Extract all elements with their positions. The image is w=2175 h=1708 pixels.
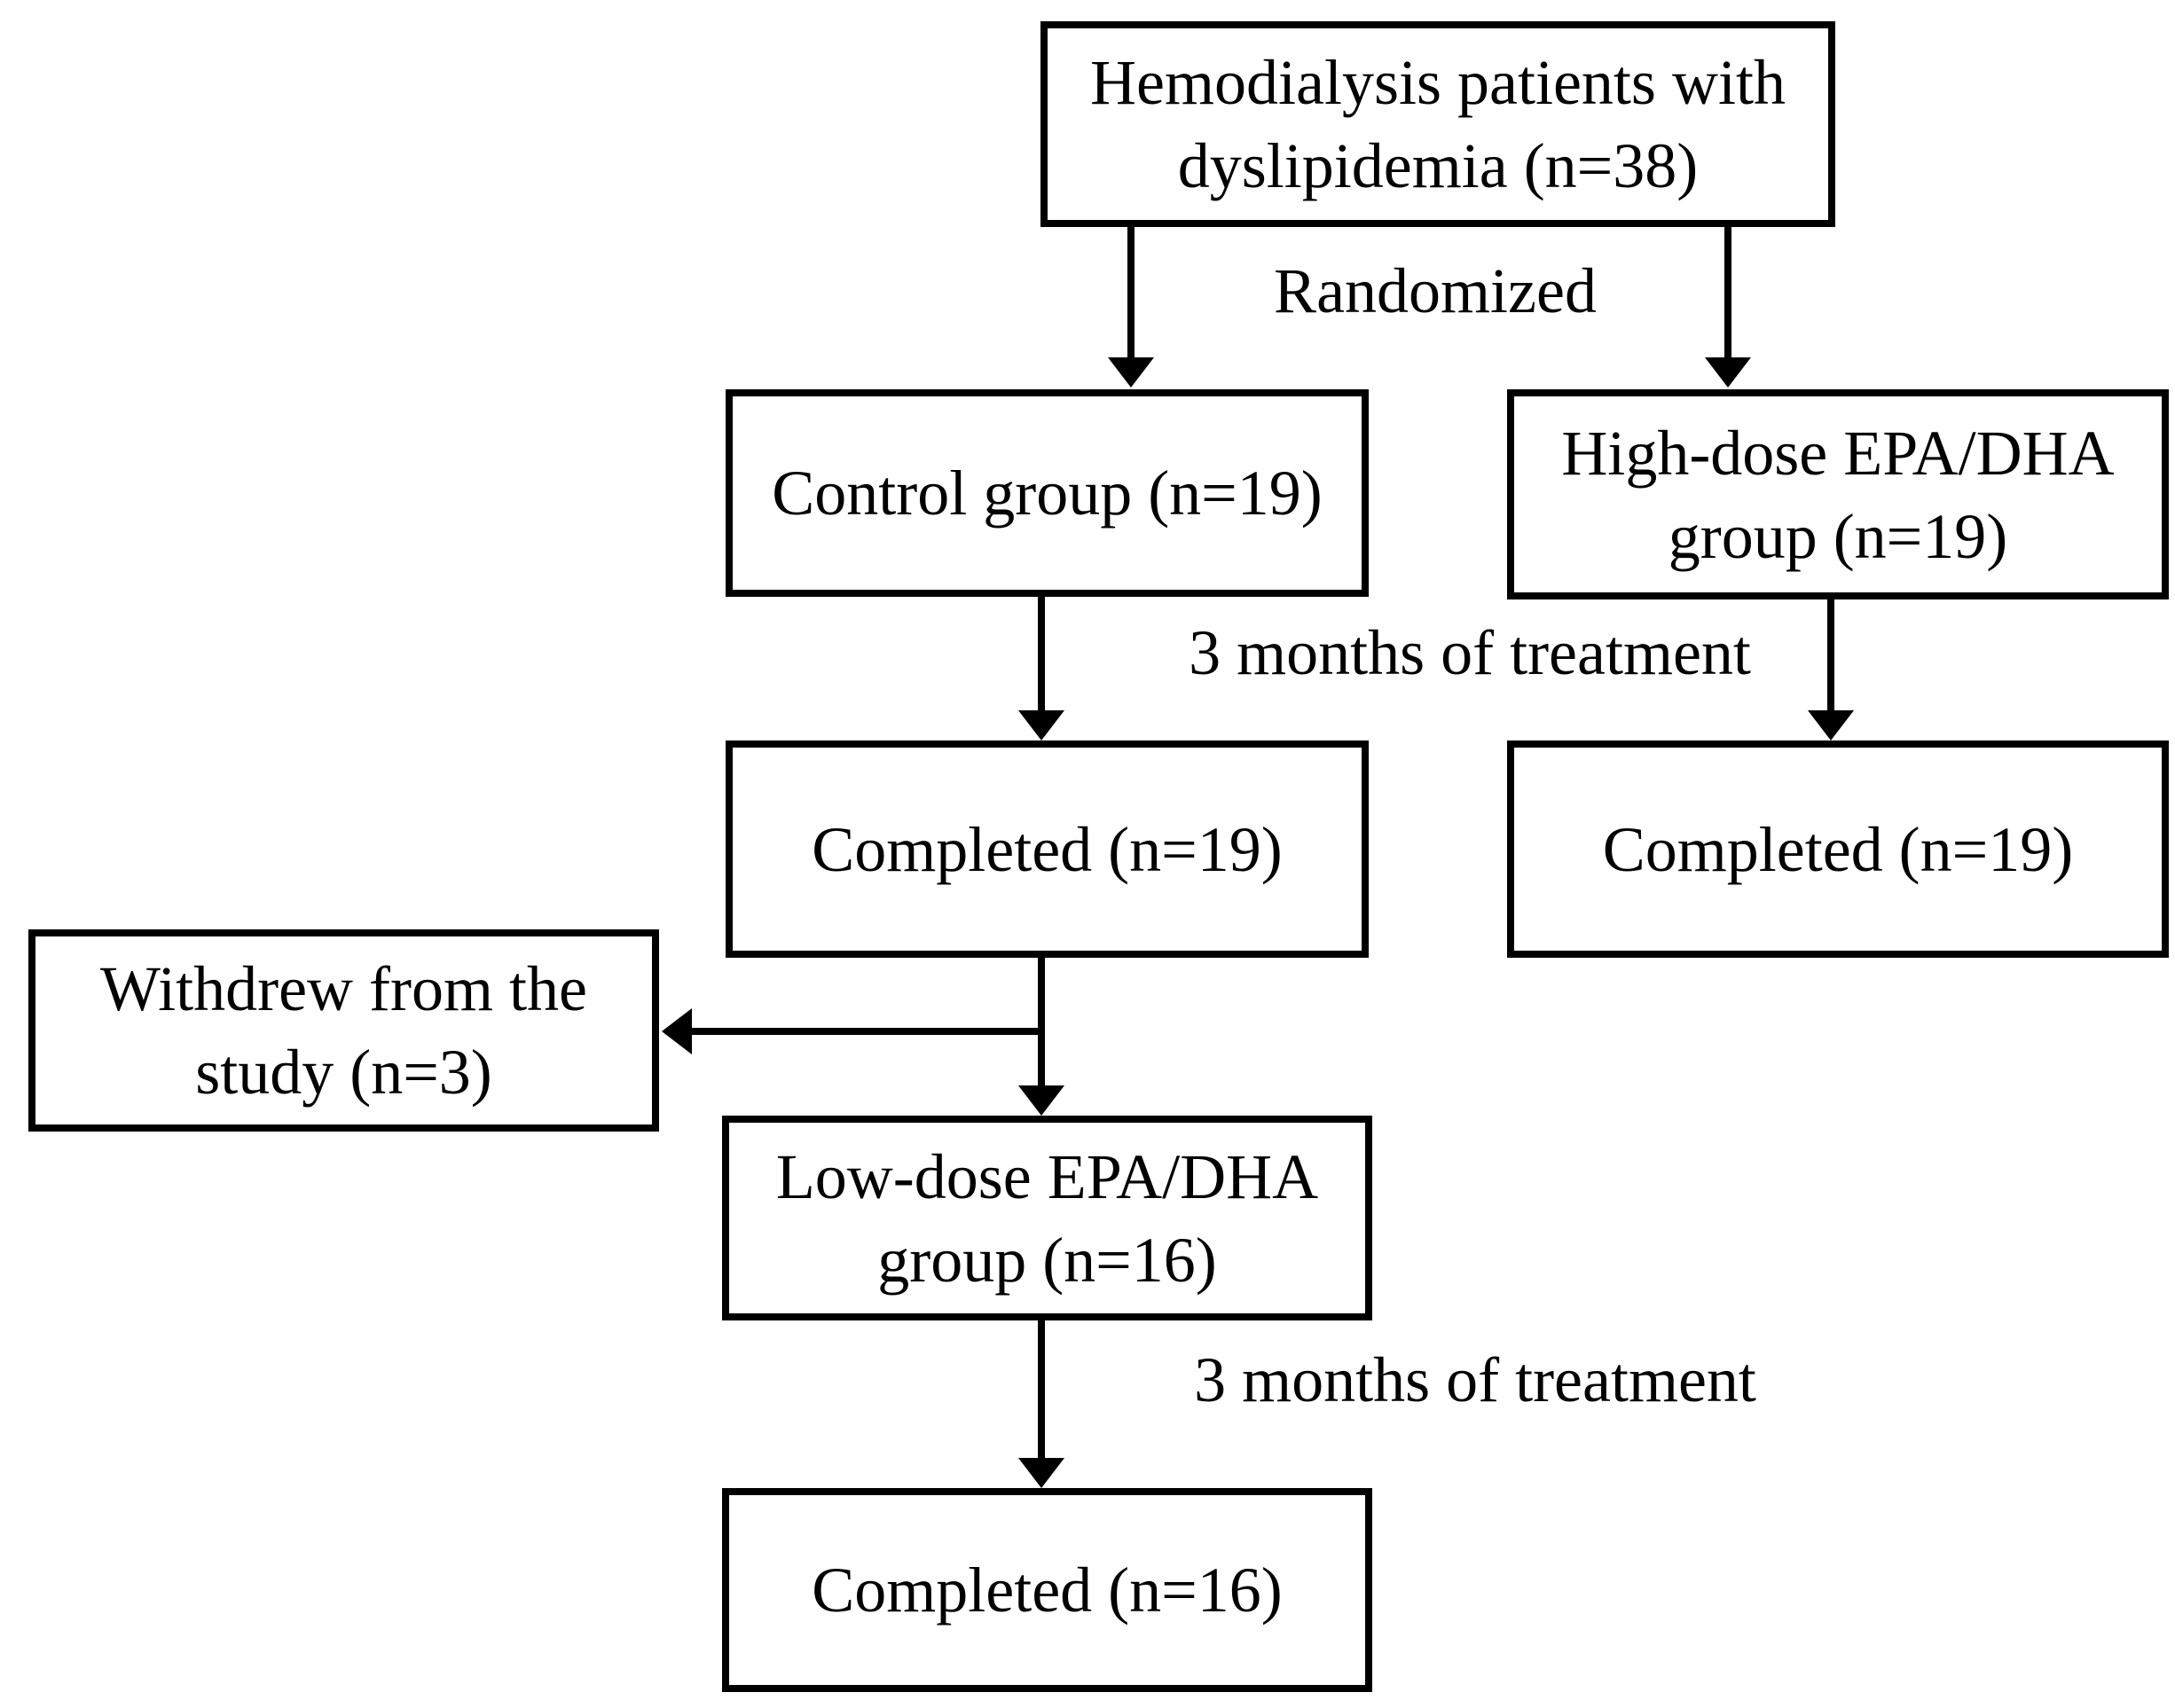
connector-enrollment-to-high-dose-line — [1724, 227, 1731, 362]
node-enrollment-label: Hemodialysis patients with dyslipidemia … — [1090, 47, 1786, 201]
node-low-dose-completed-label: Completed (n=16) — [812, 1555, 1283, 1626]
connector-completed-to-low-dose-arrowhead — [1018, 1085, 1064, 1116]
node-high-dose-group-label: High-dose EPA/DHA group (n=19) — [1561, 417, 2115, 572]
node-enrollment: Hemodialysis patients with dyslipidemia … — [1040, 21, 1835, 227]
connector-high-dose-to-completed-line — [1827, 599, 1834, 714]
connector-completed-to-low-dose-line — [1038, 958, 1045, 1087]
connector-enrollment-to-high-dose-arrowhead — [1705, 357, 1751, 388]
node-withdrew-label: Withdrew from the study (n=3) — [100, 953, 587, 1108]
node-control-group-label: Control group (n=19) — [772, 458, 1323, 529]
edge-label-randomized: Randomized — [1274, 255, 1597, 326]
connector-control-to-completed-arrowhead — [1018, 710, 1064, 740]
edge-label-treatment-lower: 3 months of treatment — [1194, 1344, 1756, 1415]
node-high-dose-completed: Completed (n=19) — [1507, 740, 2169, 958]
connector-enrollment-to-control-line — [1127, 227, 1135, 362]
node-control-completed-label: Completed (n=19) — [812, 813, 1283, 885]
connector-to-withdrew-arrowhead — [662, 1008, 692, 1054]
node-control-group: Control group (n=19) — [726, 389, 1369, 597]
connector-low-dose-to-completed-arrowhead — [1018, 1458, 1064, 1488]
node-low-dose-completed: Completed (n=16) — [722, 1488, 1372, 1692]
node-low-dose-group-label: Low-dose EPA/DHA group (n=16) — [775, 1140, 1319, 1296]
edge-label-treatment-upper: 3 months of treatment — [1189, 617, 1751, 688]
connector-high-dose-to-completed-arrowhead — [1808, 710, 1854, 740]
connector-control-to-completed-line — [1038, 597, 1045, 714]
connector-low-dose-to-completed-line — [1038, 1320, 1045, 1460]
node-low-dose-group: Low-dose EPA/DHA group (n=16) — [722, 1116, 1372, 1320]
node-high-dose-group: High-dose EPA/DHA group (n=19) — [1507, 389, 2169, 599]
node-high-dose-completed-label: Completed (n=19) — [1602, 813, 2074, 885]
node-withdrew: Withdrew from the study (n=3) — [28, 929, 659, 1132]
connector-to-withdrew-line — [692, 1028, 1045, 1035]
connector-enrollment-to-control-arrowhead — [1108, 357, 1154, 388]
node-control-completed: Completed (n=19) — [726, 740, 1369, 958]
